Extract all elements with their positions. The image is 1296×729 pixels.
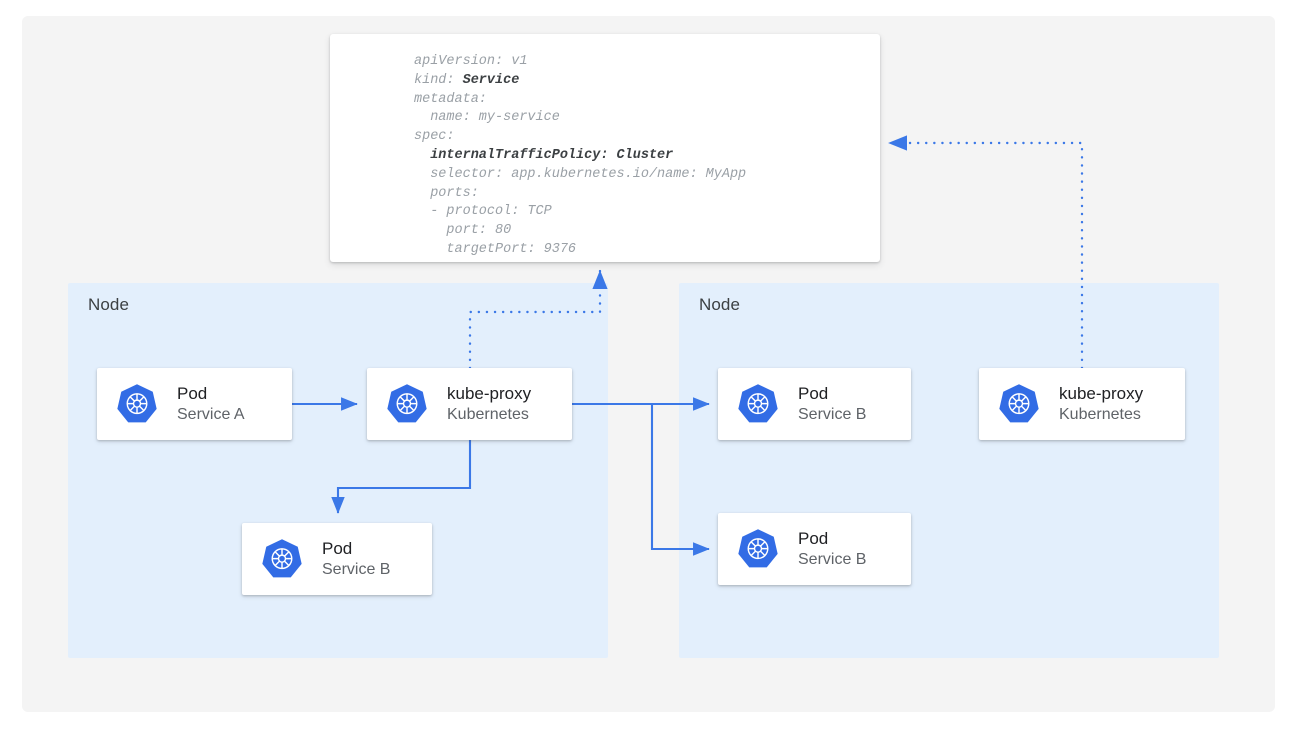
kubernetes-icon [736,527,780,571]
card-title: Pod [798,383,829,403]
node-left-label: Node [88,295,130,314]
card-subtitle: Service B [798,405,867,423]
card-pod-service-a[interactable]: Pod Service A [97,368,292,440]
card-text: Pod Service B [322,539,390,580]
card-text: Pod Service B [798,529,866,570]
card-pod-service-b-remote-bottom[interactable]: Pod Service B [718,513,911,585]
kubernetes-icon [385,382,429,426]
service-manifest-card: apiVersion: v1 kind: Service metadata: n… [330,34,880,262]
card-pod-service-b-local[interactable]: Pod Service B [242,523,432,595]
card-text: Pod Service B [798,384,866,425]
card-subtitle: Service A [177,405,245,423]
kubernetes-icon [260,537,304,581]
card-kube-proxy-right[interactable]: kube-proxy Kubernetes [979,368,1185,440]
card-title: kube-proxy [447,383,532,403]
node-right-label: Node [699,295,741,314]
kubernetes-icon [115,382,159,426]
card-title: Pod [177,383,208,403]
card-text: kube-proxy Kubernetes [447,384,531,425]
kubernetes-icon [736,382,780,426]
card-title: Pod [798,528,829,548]
node-group-left: Node [68,283,608,658]
card-subtitle: Service B [322,560,391,578]
card-subtitle: Kubernetes [447,405,529,423]
card-title: kube-proxy [1059,383,1144,403]
card-subtitle: Service B [798,550,867,568]
card-kube-proxy-left[interactable]: kube-proxy Kubernetes [367,368,572,440]
kubernetes-icon [997,382,1041,426]
card-text: kube-proxy Kubernetes [1059,384,1143,425]
card-subtitle: Kubernetes [1059,405,1141,423]
card-pod-service-b-remote-top[interactable]: Pod Service B [718,368,911,440]
service-manifest-code: apiVersion: v1 kind: Service metadata: n… [414,54,747,257]
node-group-right: Node [679,283,1219,658]
card-title: Pod [322,538,353,558]
card-text: Pod Service A [177,384,245,425]
